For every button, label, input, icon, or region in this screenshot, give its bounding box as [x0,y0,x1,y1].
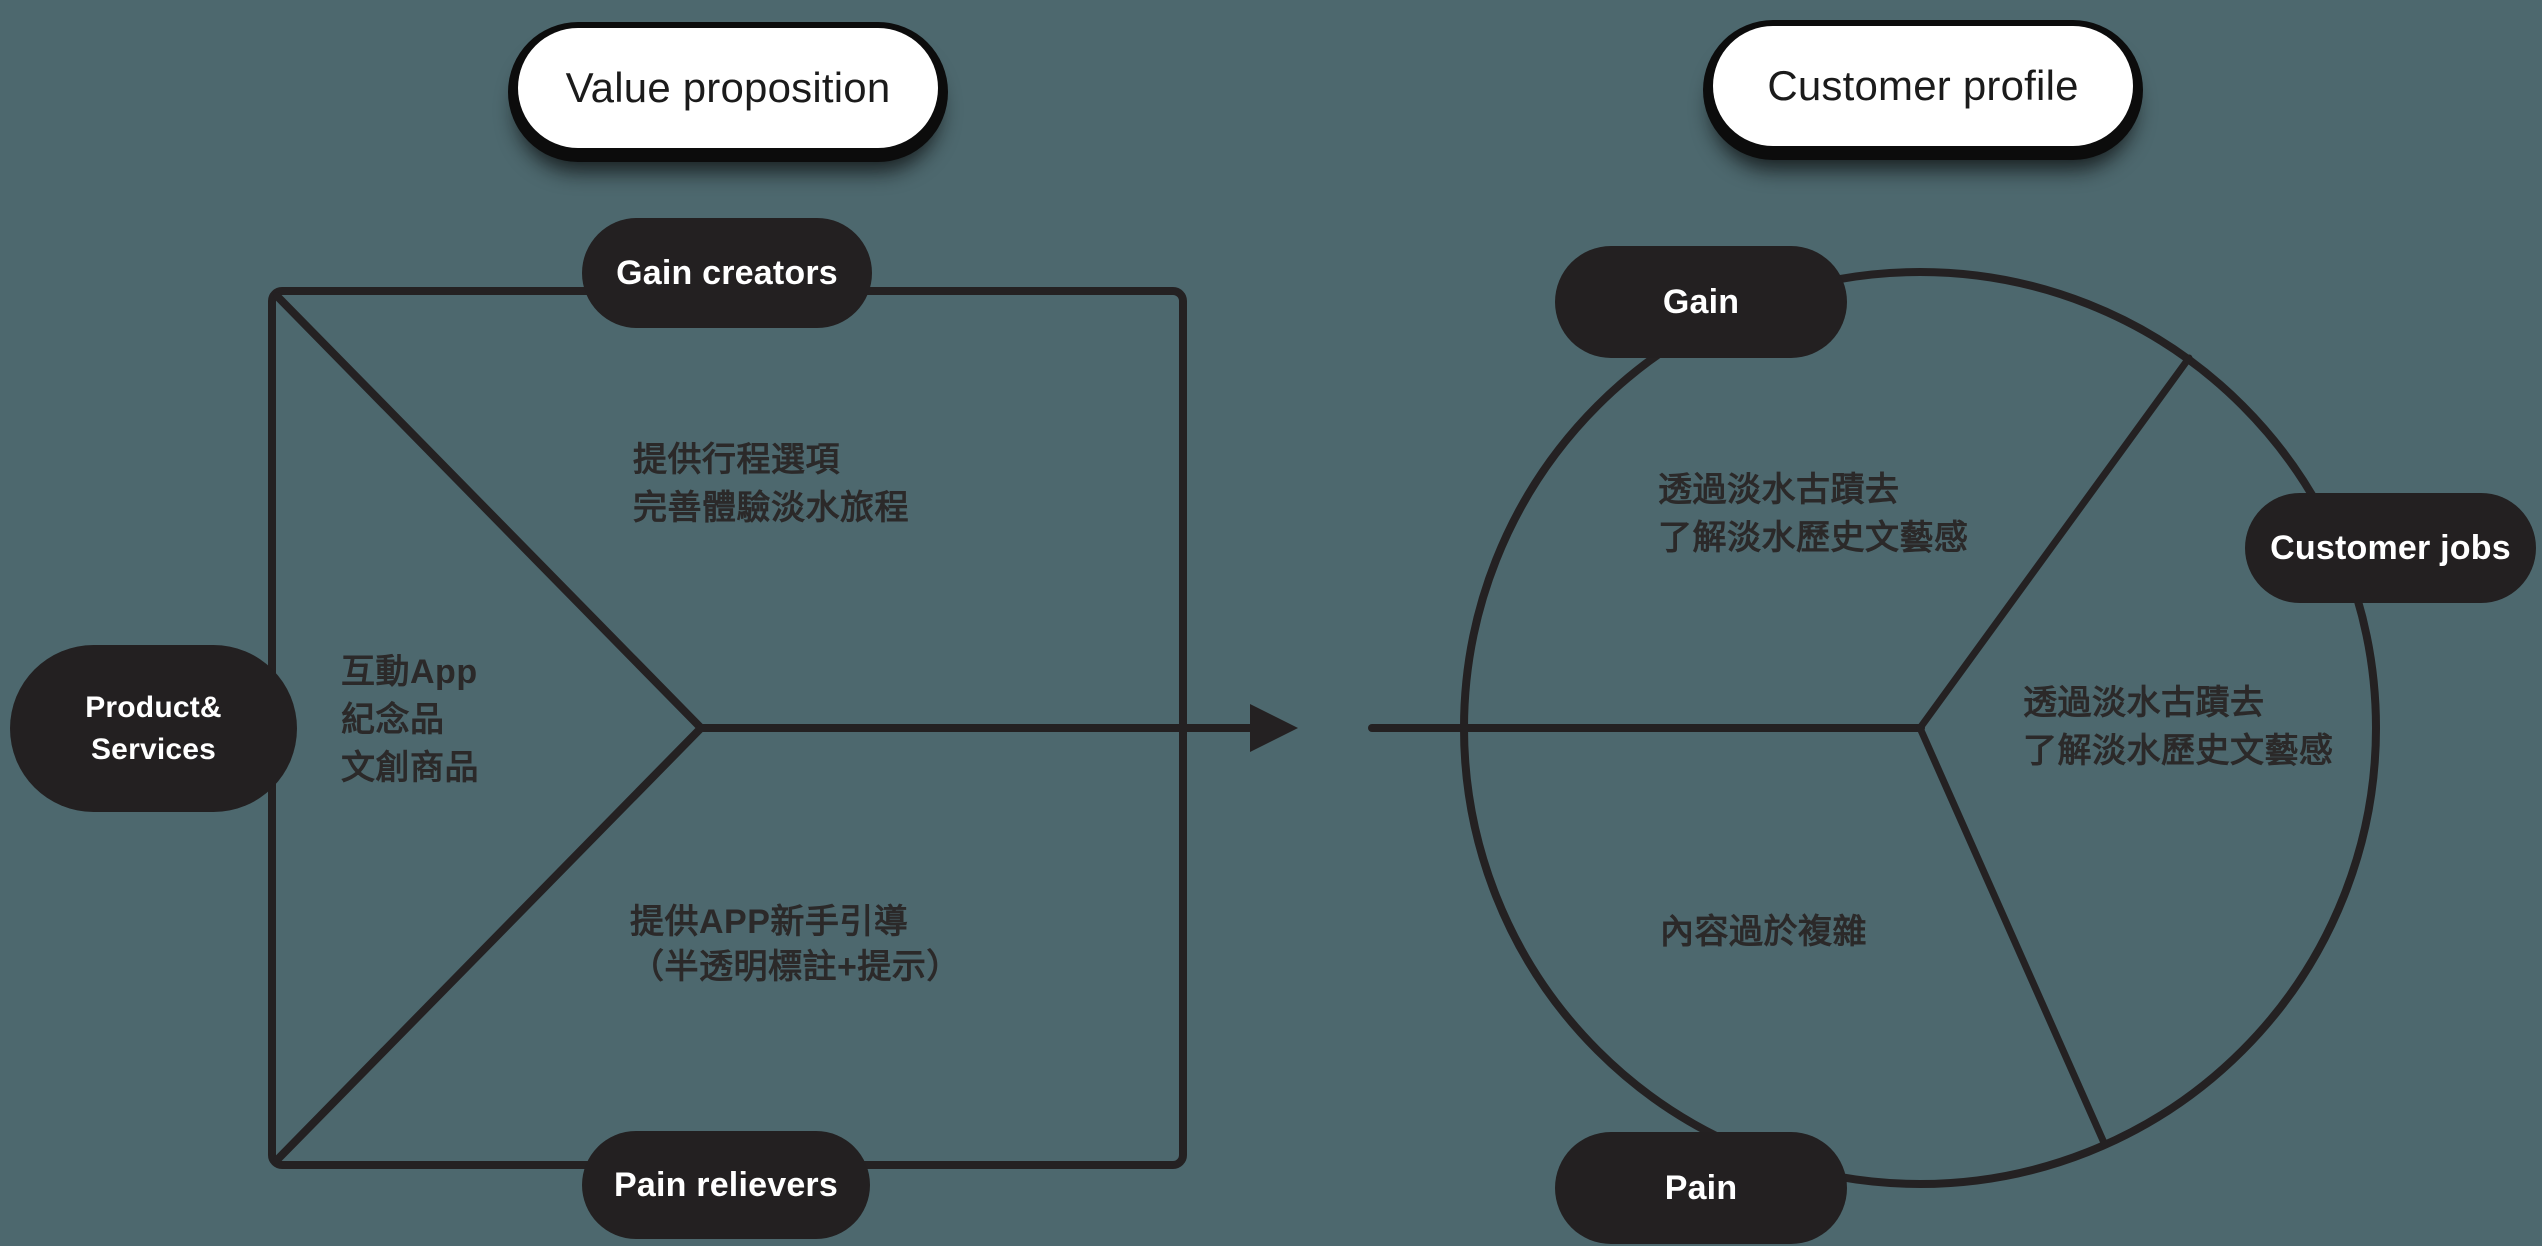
circle-divider-upper-right [1916,354,2193,732]
gain-creators-pill[interactable]: Gain creators [582,218,872,328]
product-services-pill[interactable]: Product& Services [10,645,297,812]
gain-note[interactable]: 透過淡水古蹟去 了解淡水歷史文藝感 [1658,471,1969,557]
triangle-diagonal-top [273,292,705,732]
gain-creators-note[interactable]: 提供行程選項 完善體驗淡水旅程 [633,441,909,527]
arrow-head [1250,704,1298,752]
pain-relievers-note[interactable]: 提供APP新手引導 （半透明標註+提示） [630,903,961,986]
pain-relievers-pill[interactable]: Pain relievers [582,1131,870,1239]
value-proposition-title-pill[interactable]: Value proposition [518,28,938,148]
customer-jobs-pill[interactable]: Customer jobs [2245,493,2536,603]
product-services-note[interactable]: 互動App 紀念品 文創商品 [341,653,479,787]
customer-profile-circle [1460,268,2380,1188]
pain-pill[interactable]: Pain [1555,1132,1847,1244]
triangle-diagonal-bottom [273,724,705,1164]
gain-pill[interactable]: Gain [1555,246,1847,358]
pain-note[interactable]: 內容過於複雜 [1660,913,1867,951]
circle-divider-lower-right [1916,724,2109,1149]
customer-jobs-note[interactable]: 透過淡水古蹟去 了解淡水歷史文藝感 [2023,684,2334,770]
customer-profile-title-pill[interactable]: Customer profile [1713,26,2133,146]
